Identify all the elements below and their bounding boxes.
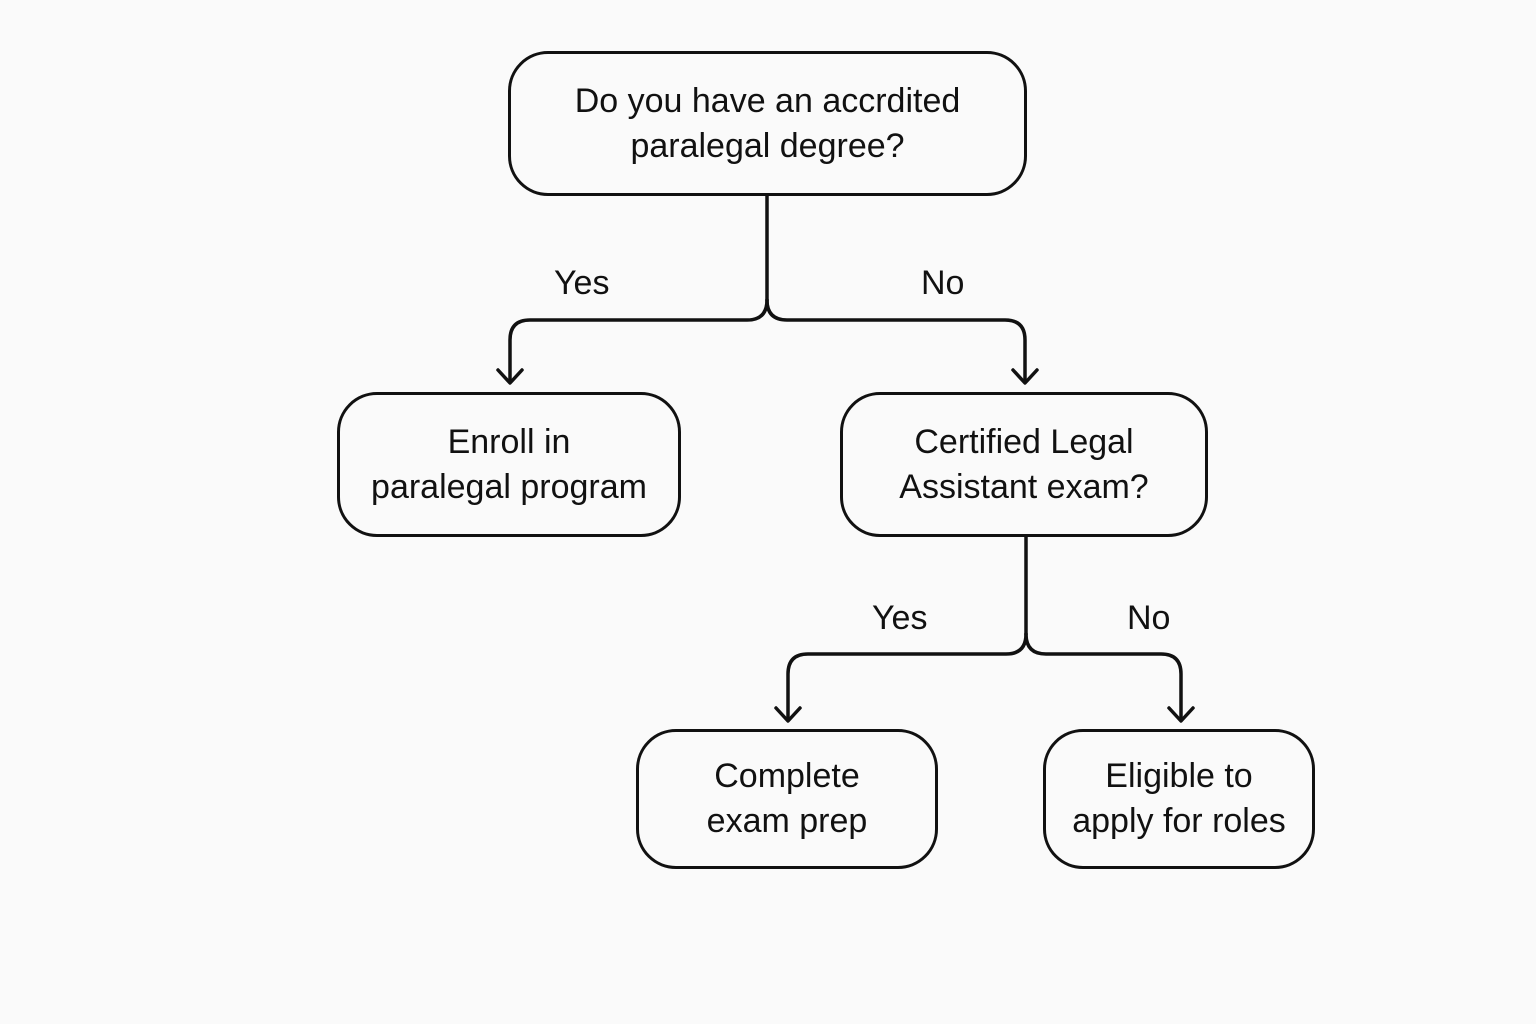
- node-line: paralegal degree?: [630, 126, 905, 165]
- node-line: exam prep: [706, 802, 868, 840]
- node-line: Complete: [714, 757, 860, 795]
- connector-root-yes: [508, 298, 769, 384]
- connector-cla-yes: [786, 632, 1028, 722]
- edge-label-root-yes: Yes: [554, 264, 610, 302]
- node-line: paralegal program: [371, 467, 647, 506]
- node-line: apply for roles: [1072, 802, 1286, 840]
- node-line: Assistant exam?: [899, 467, 1149, 506]
- action-node-enroll: Enroll in paralegal program: [337, 392, 681, 537]
- connector-cla-no: [1024, 632, 1183, 722]
- action-node-eligible-text: Eligible to apply for roles: [1072, 754, 1286, 844]
- action-node-exam-prep: Complete exam prep: [636, 729, 938, 869]
- arrowhead-enroll: [496, 368, 524, 385]
- action-node-exam-prep-text: Complete exam prep: [707, 754, 868, 844]
- edge-label-cla-yes: Yes: [872, 599, 928, 637]
- node-line: Do you have an accrdited: [574, 81, 961, 120]
- node-line: Eligible to: [1105, 757, 1253, 795]
- action-node-eligible: Eligible to apply for roles: [1043, 729, 1315, 869]
- edge-label-cla-no: No: [1127, 599, 1171, 637]
- node-line: Certified Legal: [914, 422, 1134, 461]
- edge-label-root-no: No: [921, 264, 965, 302]
- decision-node-degree-text: Do you have an accrdited paralegal degre…: [575, 79, 961, 169]
- decision-node-cla-exam: Certified Legal Assistant exam?: [840, 392, 1208, 537]
- action-node-enroll-text: Enroll in paralegal program: [371, 420, 647, 510]
- arrowhead-exam-prep: [774, 706, 802, 723]
- arrowhead-cla: [1011, 368, 1039, 385]
- connector-root-no: [765, 298, 1027, 384]
- arrowhead-eligible: [1167, 706, 1195, 723]
- decision-node-degree: Do you have an accrdited paralegal degre…: [508, 51, 1027, 196]
- decision-node-cla-exam-text: Certified Legal Assistant exam?: [899, 420, 1148, 510]
- node-line: Enroll in: [447, 422, 571, 461]
